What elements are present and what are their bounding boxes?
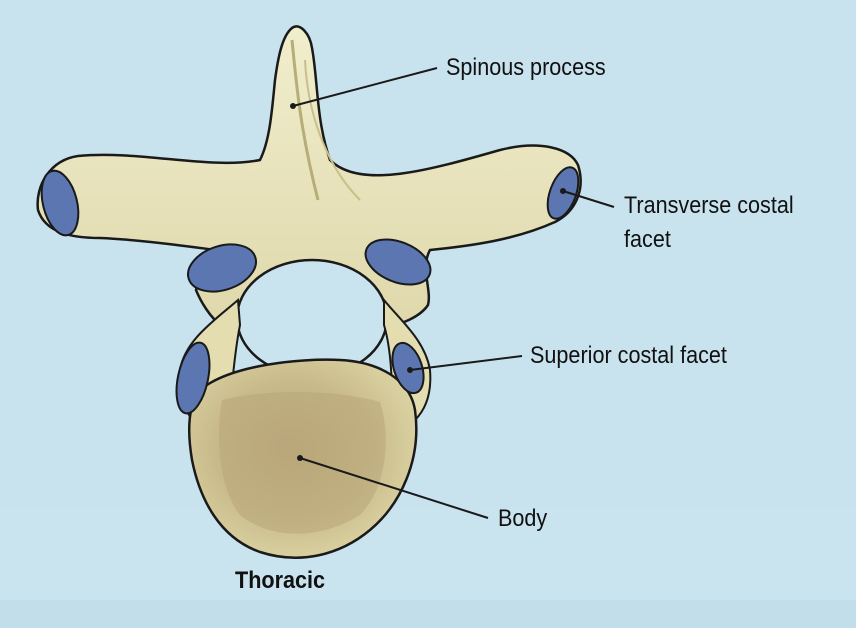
label-transverse-costal-facet-line1: Transverse costal <box>624 192 794 219</box>
transverse-costal-facet-left <box>40 169 80 237</box>
label-spinous-process: Spinous process <box>446 54 606 81</box>
leader-line-body <box>299 457 489 519</box>
leader-dot-transverse <box>560 188 566 194</box>
leader-line-superior-costal-facet <box>409 355 523 371</box>
body-spongy-center <box>219 392 386 534</box>
leader-dot-body <box>297 455 303 461</box>
label-superior-costal-facet: Superior costal facet <box>530 342 727 369</box>
label-body: Body <box>498 505 548 532</box>
leader-line-spinous-process <box>292 67 438 107</box>
leader-dot-superior-costal <box>407 367 413 373</box>
caption-thoracic: Thoracic <box>235 567 326 594</box>
vertebral-foramen <box>235 258 389 378</box>
leader-line-transverse-costal-facet <box>562 190 615 208</box>
superior-costal-facet-left <box>175 341 211 415</box>
superior-articular-facet-right <box>364 238 432 286</box>
label-transverse-costal-facet-line2: facet <box>624 226 671 253</box>
leader-dot-spinous <box>290 103 296 109</box>
superior-articular-facet-left <box>187 243 257 293</box>
